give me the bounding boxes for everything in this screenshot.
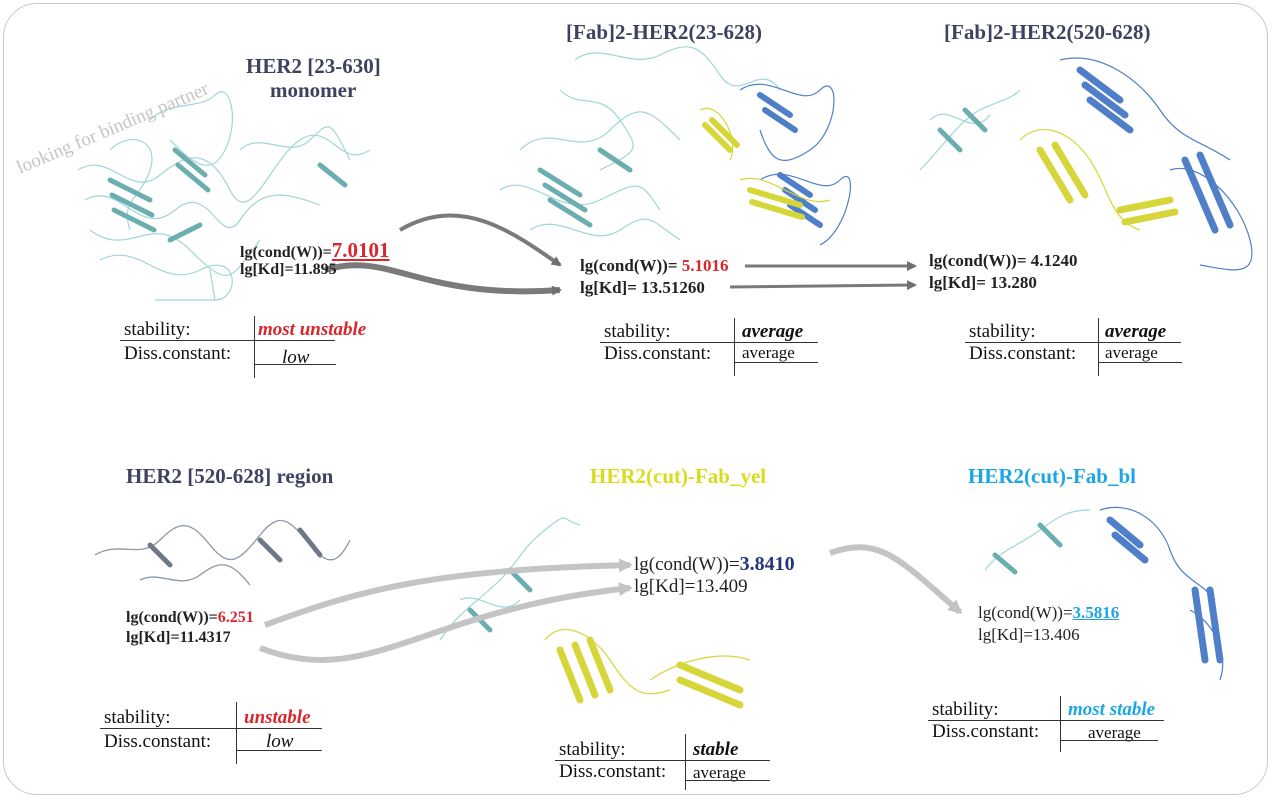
panel1-title-line1: HER2 [23-630] (246, 54, 381, 78)
protein-her2-monomer (77, 91, 371, 301)
panel6-cond: lg(cond(W))=3.5816 (978, 603, 1120, 622)
diss-value: average (1088, 723, 1141, 742)
diss-value: low (282, 347, 310, 368)
stability-value: most stable (1068, 699, 1156, 720)
arrow-p1-to-p2-cond (398, 213, 562, 267)
flow-arrows (258, 213, 963, 663)
stability-label: stability: (104, 707, 171, 728)
panel2-title: [Fab]2-HER2(23-628) (566, 20, 762, 44)
diss-value: average (693, 763, 746, 782)
panel1-table: stability: most unstable Diss.constant: … (120, 316, 366, 380)
panel2-kd: lg[Kd]= 13.51260 (580, 278, 705, 297)
stability-label: stability: (969, 321, 1036, 342)
panel1-cond: lg(cond(W))=7.0101 (240, 238, 390, 262)
diss-label: Diss.constant: (559, 761, 667, 782)
panel3-kd: lg[Kd]= 13.280 (929, 273, 1037, 292)
panel1-kd: lg[Kd]=11.895 (240, 261, 337, 278)
panel6-title: HER2(cut)-Fab_bl (968, 464, 1136, 488)
panel6-table: stability: most stable Diss.constant: av… (928, 696, 1168, 754)
diss-label: Diss.constant: (604, 343, 712, 364)
protein-her2-cut-fab-bl (984, 506, 1224, 681)
panel3-title: [Fab]2-HER2(520-628) (944, 20, 1151, 44)
panel2-cond: lg(cond(W))= 5.1016 (580, 256, 729, 275)
arrow-p1-to-p2-kd (324, 262, 562, 296)
diss-value: low (266, 731, 294, 752)
protein-her2-520-628-region (94, 520, 351, 586)
panel5-cond: lg(cond(W))=3.8410 (634, 553, 795, 575)
stability-label: stability: (559, 739, 626, 760)
arrow-p4-to-p5-cond (263, 558, 633, 628)
arrow-p4-to-p5-kd (258, 582, 633, 663)
stability-value: stable (693, 739, 739, 760)
stability-label: stability: (604, 321, 671, 342)
panel4-table: stability: unstable Diss.constant: low (100, 702, 330, 766)
stability-value: average (742, 321, 804, 342)
stability-value: average (1105, 321, 1167, 342)
panel4-title: HER2 [520-628] region (126, 464, 334, 488)
panel2-table: stability: average Diss.constant: averag… (600, 318, 830, 378)
diss-value: average (1105, 343, 1158, 362)
stability-label: stability: (932, 699, 999, 720)
panel4-cond: lg(cond(W))=6.251 (126, 609, 254, 626)
stability-label: stability: (124, 319, 191, 340)
figure-frame (3, 3, 1268, 795)
diss-label: Diss.constant: (969, 343, 1077, 364)
panel3-table: stability: average Diss.constant: averag… (965, 318, 1195, 378)
diss-label: Diss.constant: (932, 721, 1040, 742)
diss-value: average (742, 343, 795, 362)
arrow-p5-to-p6 (828, 544, 963, 615)
diss-label: Diss.constant: (124, 343, 232, 364)
panel3-cond: lg(cond(W))= 4.1240 (929, 251, 1078, 270)
panel4-kd: lg[Kd]=11.4317 (126, 629, 231, 646)
protein-fab2-her2-520-628 (919, 57, 1253, 271)
panel1-title-line2: monomer (270, 78, 357, 102)
panel5-title: HER2(cut)-Fab_yel (590, 464, 767, 488)
stability-value: most unstable (258, 319, 367, 340)
protein-fab2-her2-23-628 (499, 46, 851, 246)
diss-label: Diss.constant: (104, 731, 212, 752)
panel5-kd: lg[Kd]=13.409 (634, 576, 748, 597)
panel5-table: stability: stable Diss.constant: average (555, 734, 785, 794)
protein-her2-cut-fab-yel (439, 517, 751, 709)
stability-value: unstable (244, 707, 311, 728)
panel6-kd: lg[Kd]=13.406 (978, 625, 1080, 644)
arrow-p2-to-p3-kd (729, 280, 917, 291)
